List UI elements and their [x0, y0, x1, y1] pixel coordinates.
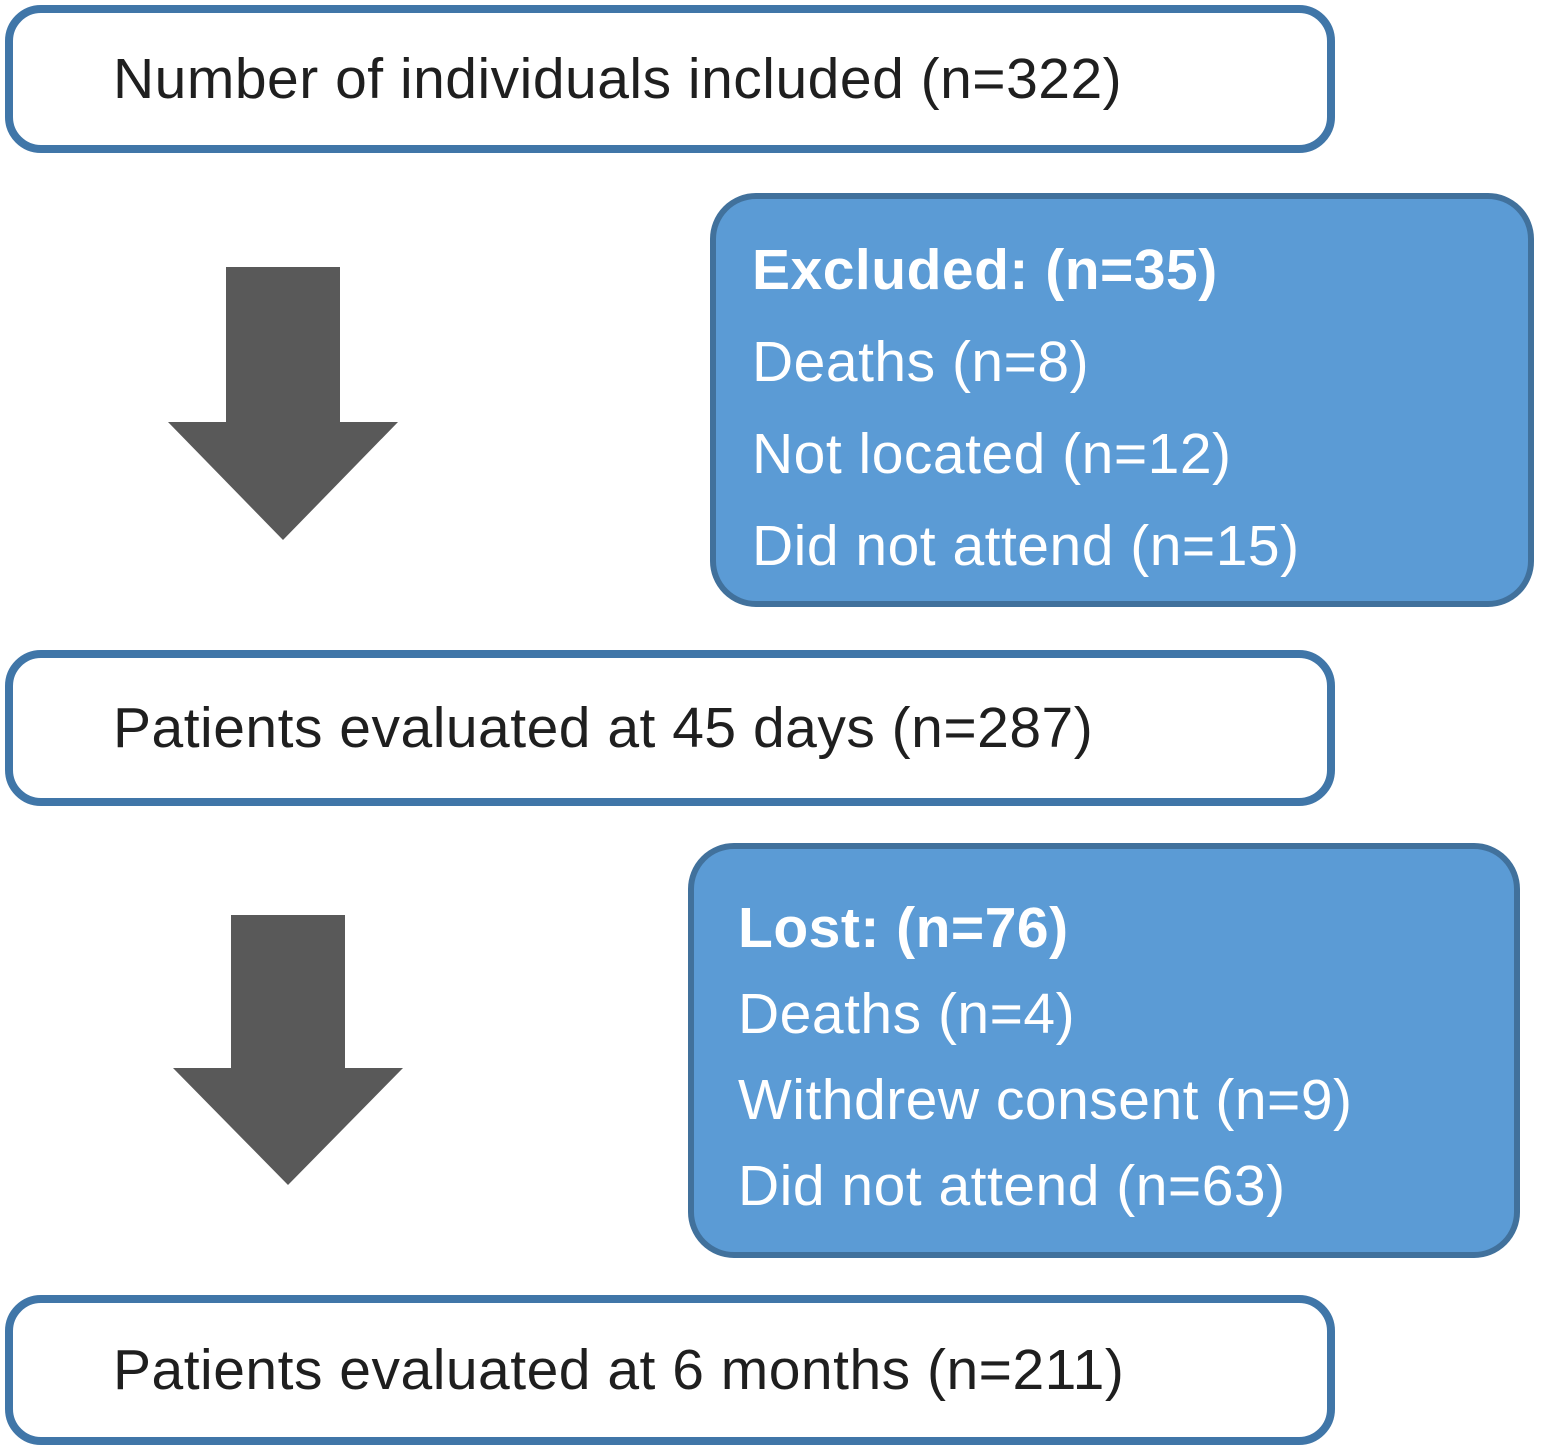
down-arrow-icon	[168, 267, 398, 540]
box-lost-title: Lost: (n=76)	[738, 896, 1069, 960]
box-lost-item-did-not-attend: Did not attend (n=63)	[738, 1154, 1286, 1218]
box-lost-item-deaths: Deaths (n=4)	[738, 982, 1076, 1046]
box-evaluated-45-days-label: Patients evaluated at 45 days (n=287)	[113, 696, 1094, 760]
down-arrow-icon	[173, 915, 403, 1185]
box-individuals-included-label: Number of individuals included (n=322)	[113, 47, 1123, 111]
box-excluded-item-not-located: Not located (n=12)	[752, 422, 1232, 486]
box-excluded: Excluded: (n=35) Deaths (n=8) Not locate…	[710, 193, 1534, 607]
box-lost: Lost: (n=76) Deaths (n=4) Withdrew conse…	[688, 843, 1520, 1258]
box-evaluated-6-months-label: Patients evaluated at 6 months (n=211)	[113, 1338, 1125, 1402]
box-lost-item-withdrew-consent: Withdrew consent (n=9)	[738, 1068, 1353, 1132]
box-evaluated-45-days: Patients evaluated at 45 days (n=287)	[5, 650, 1335, 806]
box-excluded-title: Excluded: (n=35)	[752, 238, 1218, 302]
box-evaluated-6-months: Patients evaluated at 6 months (n=211)	[5, 1295, 1335, 1445]
box-excluded-item-did-not-attend: Did not attend (n=15)	[752, 514, 1300, 578]
box-excluded-item-deaths: Deaths (n=8)	[752, 330, 1090, 394]
box-individuals-included: Number of individuals included (n=322)	[5, 5, 1335, 153]
